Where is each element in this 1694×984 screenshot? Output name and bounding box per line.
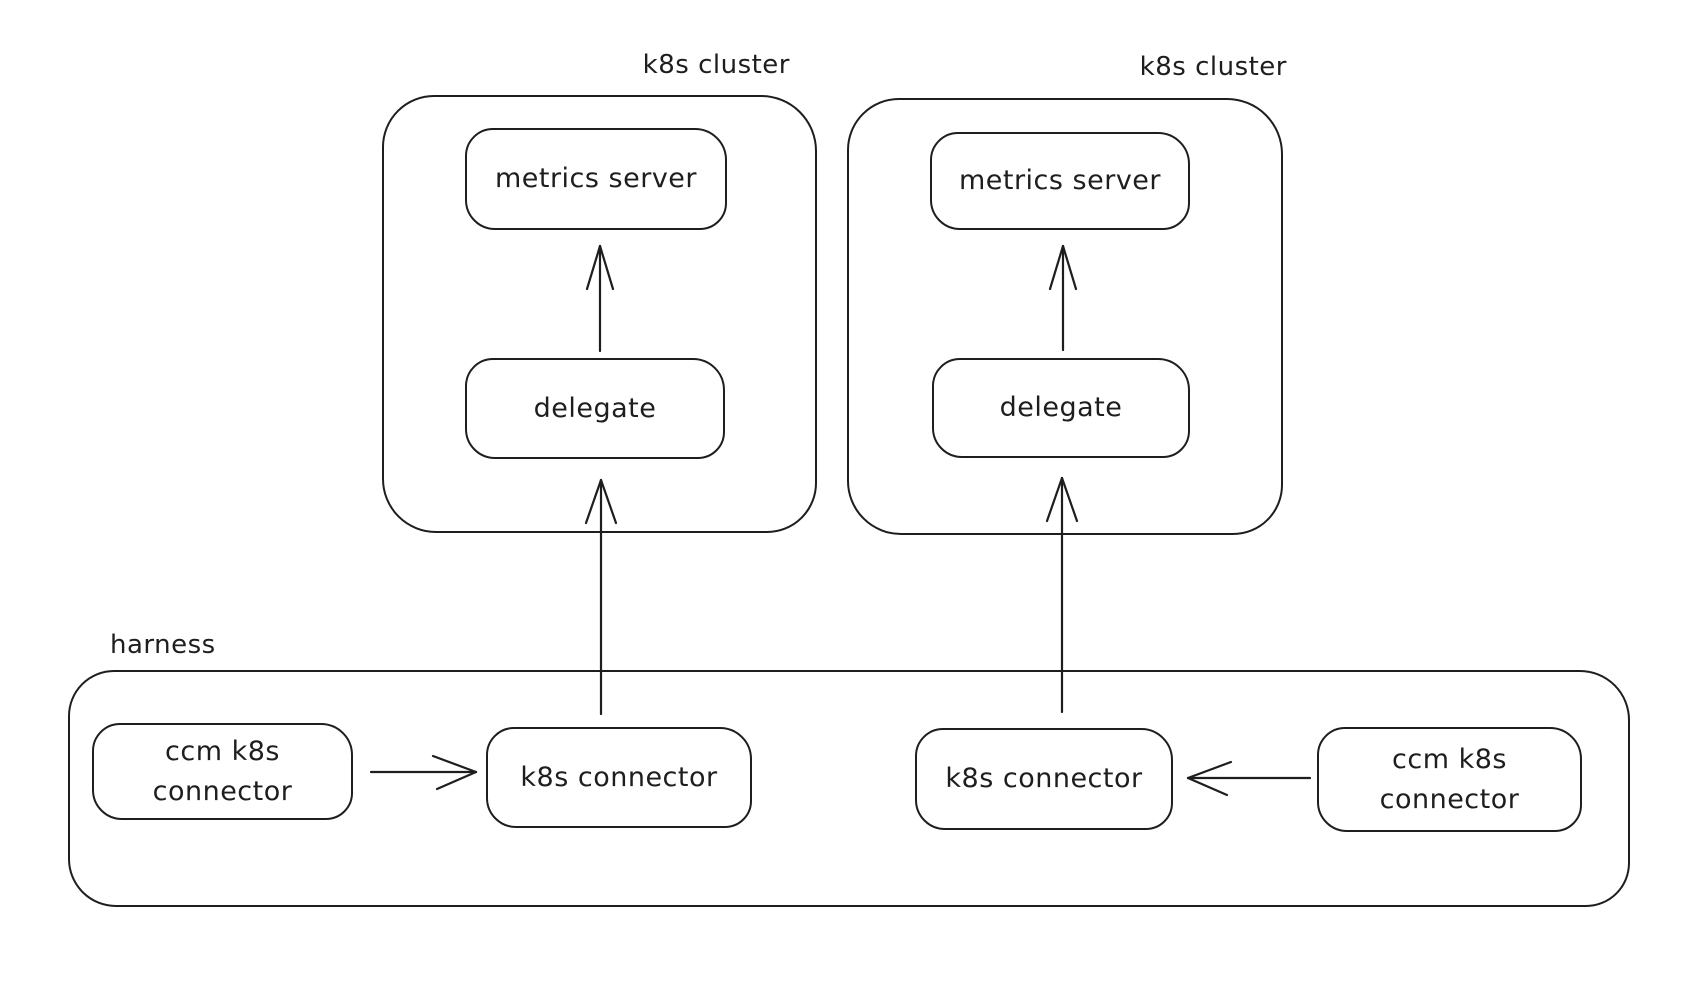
metrics-server-node-left: metrics server [465,128,727,230]
delegate-node-right: delegate [932,358,1190,458]
k8s-cluster-label-right: k8s cluster [1139,52,1287,82]
harness-label: harness [110,630,216,660]
metrics-server-node-right: metrics server [930,132,1190,230]
delegate-node-left: delegate [465,358,725,459]
k8s-connector-node-left: k8s connector [486,727,752,828]
k8s-connector-node-right: k8s connector [915,728,1173,830]
ccm-k8s-connector-node-right: ccm k8s connector [1317,727,1582,832]
k8s-cluster-label-left: k8s cluster [642,50,790,80]
ccm-k8s-connector-node-left: ccm k8s connector [92,723,353,820]
